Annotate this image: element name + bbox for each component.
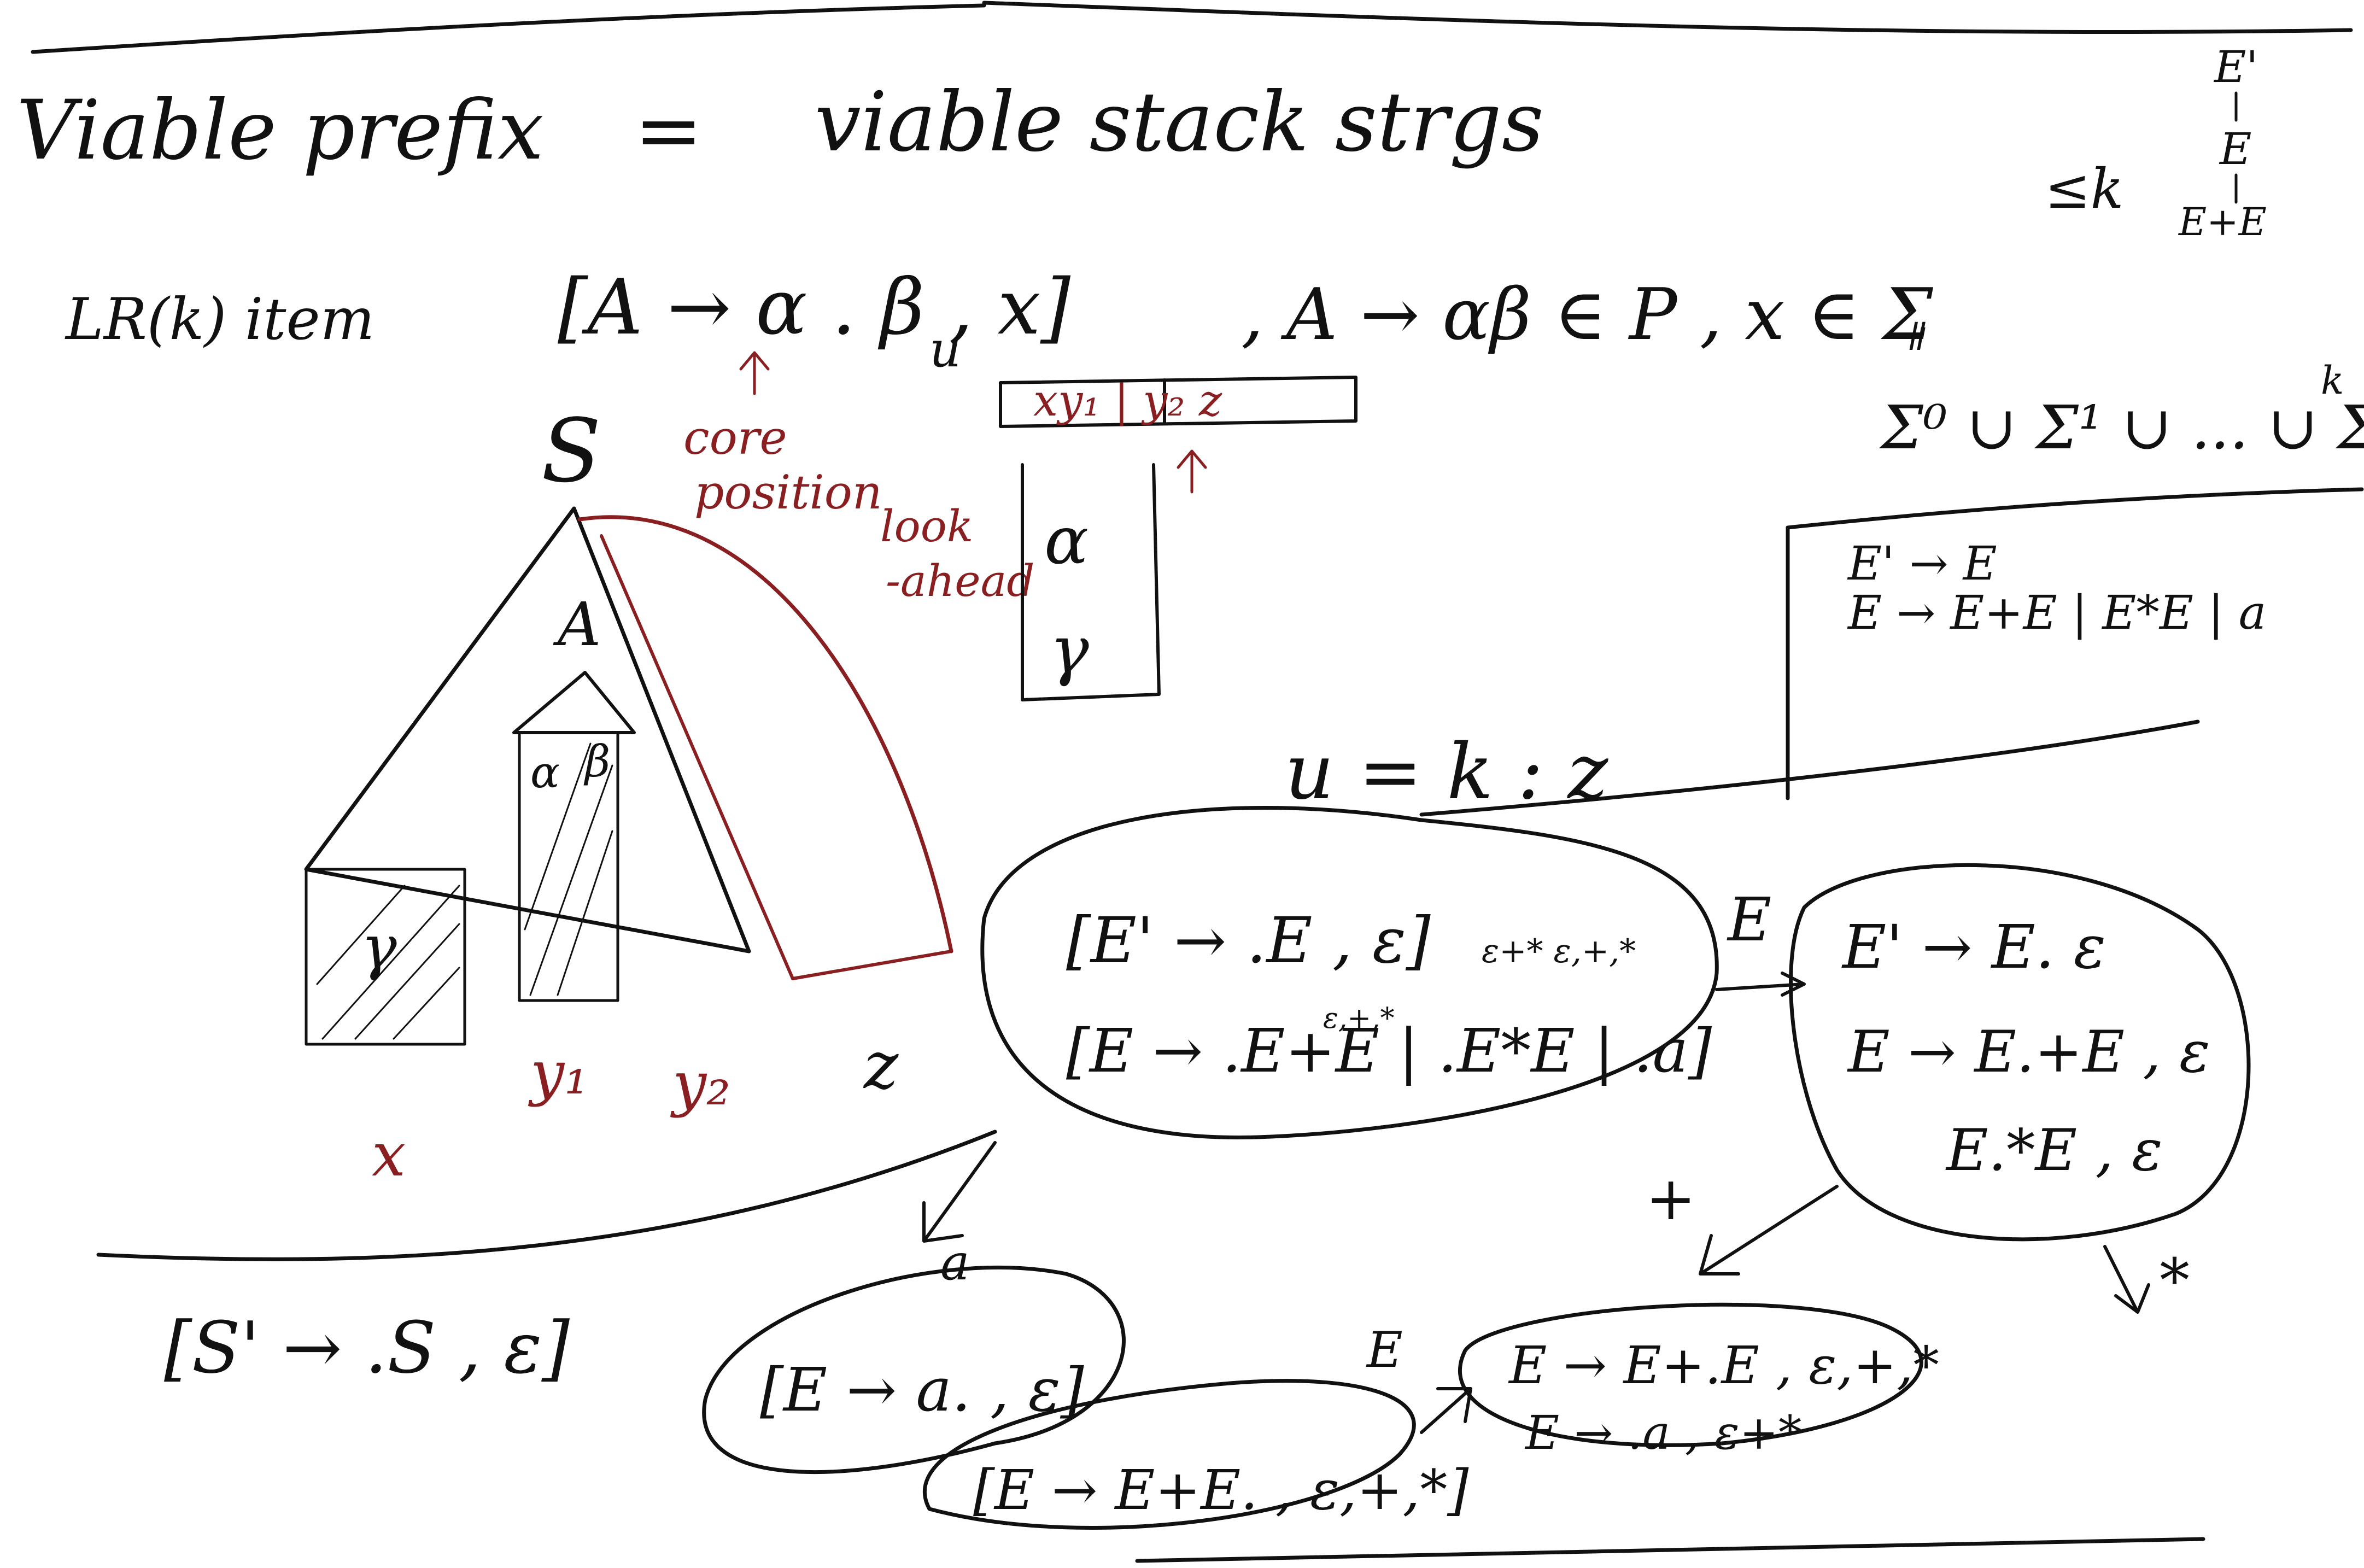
u-definition: u = k : z	[1285, 728, 1608, 817]
transition-plus-label: +	[1646, 1163, 1696, 1233]
transition-star-label: *	[2160, 1245, 2190, 1315]
core-label: core	[683, 411, 787, 465]
gamma-region	[305, 868, 466, 1046]
tree-z: z	[863, 1028, 899, 1104]
derivation-step-2: E	[2219, 124, 2251, 174]
subtree-a-triangle	[512, 671, 636, 734]
lookahead-label-2: -ahead	[886, 555, 1035, 606]
grammar-rule-2: E → E+E | E*E | a	[1847, 586, 2266, 640]
state-0-item-1: [E' → .E , ε]	[1066, 904, 1431, 978]
core-position-arrow	[739, 351, 770, 395]
bottom-rule	[1135, 1537, 2205, 1563]
transition-e-label: E	[1727, 885, 1771, 955]
state-4-bubble	[922, 1379, 1416, 1530]
stack-top-box	[999, 376, 1357, 428]
title-viable-stack-strings: viable stack strgs	[815, 75, 1544, 170]
tree-gamma: γ	[361, 912, 397, 982]
transition-plus-arrow	[1699, 1185, 1839, 1276]
transition-a-label: a	[940, 1234, 970, 1291]
top-border-line-right	[982, 1, 2353, 34]
stack-box	[1021, 463, 1161, 701]
state-4-item-1: [E → E+E. , ε,+,*]	[973, 1458, 1469, 1522]
grammar-box-top-edge	[1786, 487, 2364, 530]
lookahead-label-1: look	[880, 501, 973, 552]
separator-line-mid	[1419, 719, 2200, 817]
tree-y1: y₁	[528, 1038, 588, 1108]
stack-top-content: xy₁ | y₂ z	[1033, 375, 1222, 426]
state-1-item-2: E → E.+E , ε	[1847, 1019, 2210, 1085]
state-2-bubble	[702, 1266, 1126, 1474]
alpha-beta-region	[518, 731, 619, 1002]
derivation-step-1: E'	[2213, 42, 2258, 92]
length-bound: ≤k	[2045, 157, 2123, 221]
lr-k-item-notation: [A → α . β , x]	[558, 263, 1070, 352]
state-1-bubble	[1789, 863, 2251, 1242]
top-border-line	[31, 3, 986, 54]
item-condition: , A → αβ ∈ P , x ∈ Σ	[1241, 273, 1934, 356]
separator-line-left	[96, 1130, 997, 1261]
lookahead-u-symbol: u	[929, 321, 961, 378]
start-item: [S' → .S , ε]	[164, 1306, 570, 1389]
sigma-union: Σ⁰ ∪ Σ¹ ∪ ... ∪ Σ	[1879, 393, 2364, 463]
equal-mark: ǁ	[1908, 314, 1927, 359]
hatching	[316, 742, 613, 1040]
state-3-item-2: E → .a , ε+*	[1524, 1406, 1801, 1460]
state-0-bubble	[980, 806, 1719, 1140]
state-2-item-1: [E → a. , ε]	[760, 1355, 1085, 1425]
transition-e-arrow	[1715, 972, 1806, 997]
transition-star-arrow	[2103, 1245, 2150, 1314]
lr-k-item-label: LR(k) item	[65, 286, 375, 353]
tree-root-s: S	[541, 400, 601, 502]
tree-node-a: A	[553, 589, 601, 659]
position-label: position	[694, 466, 882, 520]
state-0-lookahead-note: ε,+,*	[1323, 1002, 1395, 1035]
state-3-item-1: E → E+.E , ε,+,*	[1508, 1336, 1939, 1396]
state-1-item-3: E.*E , ε	[1945, 1117, 2163, 1184]
title-equals: =	[634, 83, 703, 178]
state-1-item-1: E' → E. ε	[1841, 912, 2106, 982]
grammar-rule-1: E' → E	[1847, 537, 1997, 591]
tree-x: x	[372, 1120, 406, 1190]
stack-row-alpha: α	[1044, 503, 1089, 579]
title-viable-prefix: Viable prefix	[16, 83, 544, 178]
state-3-bubble	[1458, 1302, 1923, 1447]
state-0-lookahead-note-2: ε+* ε,+,*	[1482, 932, 1636, 970]
split-arrow	[1177, 449, 1207, 494]
tree-outer-triangle	[304, 506, 751, 953]
tree-y2: y₂	[670, 1049, 730, 1119]
sigma-union-exponent: k	[2321, 358, 2344, 403]
stack-row-gamma: γ	[1050, 612, 1089, 688]
tree-right-subtree	[577, 515, 953, 953]
derivation-step-3: E+E	[2178, 200, 2267, 244]
transition-e2-label: E	[1366, 1321, 1403, 1379]
transition-a-arrow	[922, 1141, 997, 1243]
state-0-item-2: [E → .E+E | .E*E | .a]	[1066, 1016, 1712, 1086]
tree-alpha: α	[530, 747, 560, 798]
tree-beta: β	[583, 736, 610, 787]
tree-right-inner	[600, 534, 953, 980]
transition-e2-arrow	[1420, 1387, 1472, 1434]
